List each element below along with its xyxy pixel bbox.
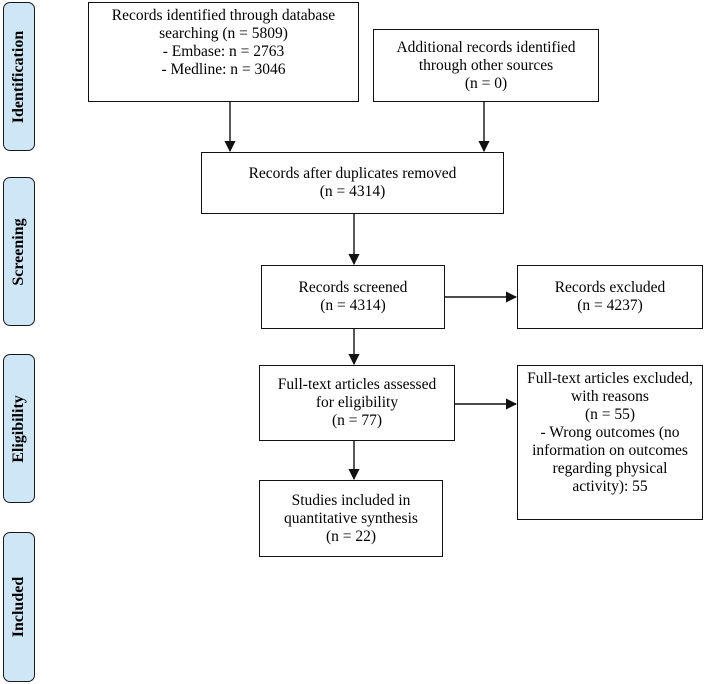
phase-identification: Identification	[3, 2, 35, 151]
box-line: with reasons	[571, 388, 649, 405]
box-database-search: Records identified through database sear…	[88, 2, 359, 102]
box-line: for eligibility	[315, 394, 399, 411]
box-included-studies: Studies included in quantitative synthes…	[259, 480, 443, 557]
box-line: (n = 0)	[464, 74, 508, 92]
box-line: (n = 4237)	[577, 297, 643, 314]
box-line: Full-text articles assessed	[277, 376, 437, 393]
box-line: regarding physical	[552, 460, 668, 477]
box-line: Records screened	[298, 279, 408, 296]
box-line: quantitative synthesis	[284, 509, 418, 527]
phase-included: Included	[3, 532, 35, 682]
box-line: (n = 4314)	[320, 297, 386, 314]
box-line: - Embase: n = 2763	[162, 43, 285, 60]
box-line: Studies included in	[291, 491, 411, 509]
box-line: information on outcomes	[532, 442, 688, 459]
box-line: - Medline: n = 3046	[161, 61, 286, 78]
box-line: (n = 55)	[584, 406, 636, 423]
box-other-sources: Additional records identified through ot…	[373, 29, 599, 102]
box-line: (n = 22)	[325, 527, 377, 545]
phase-eligibility: Eligibility	[3, 354, 35, 503]
phase-screening: Screening	[3, 177, 35, 326]
box-line: (n = 77)	[331, 412, 383, 429]
box-duplicates-removed: Records after duplicates removed (n = 43…	[201, 152, 504, 214]
box-line: (n = 4314)	[319, 183, 386, 200]
box-fulltext-excluded: Full-text articles excluded, with reason…	[517, 365, 703, 520]
box-fulltext-assessed: Full-text articles assessed for eligibil…	[259, 365, 455, 441]
box-line: Records identified through database	[111, 7, 336, 24]
box-line: Additional records identified	[396, 38, 576, 56]
box-line: activity): 55	[572, 478, 648, 495]
box-line: Records excluded	[554, 279, 666, 296]
box-line: searching (n = 5809)	[159, 25, 288, 42]
box-screened: Records screened (n = 4314)	[261, 265, 445, 329]
box-line: through other sources	[418, 56, 554, 74]
box-line: - Wrong outcomes (no	[540, 424, 680, 441]
box-line: Full-text articles excluded,	[527, 370, 693, 387]
box-excluded: Records excluded (n = 4237)	[517, 265, 703, 329]
box-line: Records after duplicates removed	[248, 165, 457, 182]
